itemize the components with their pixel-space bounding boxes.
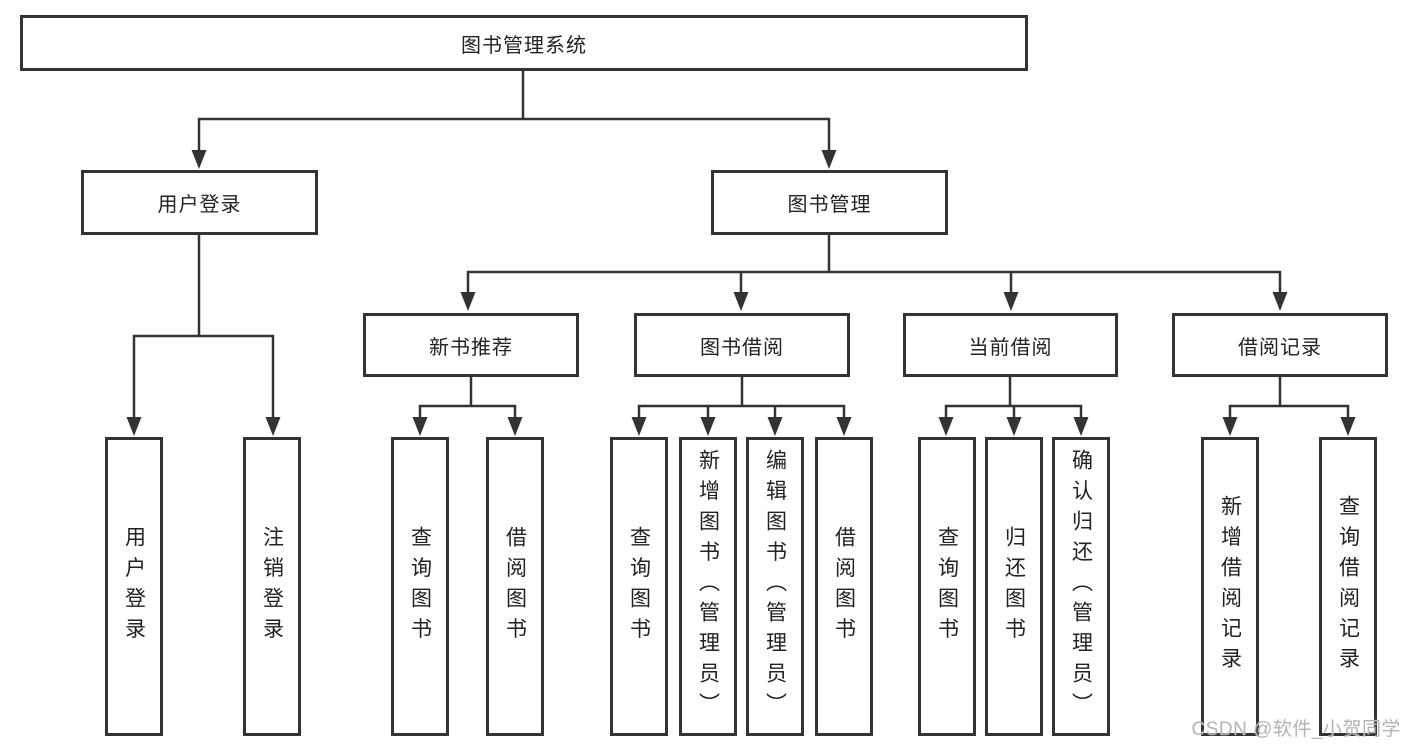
leaf-logout-login-label: 注销登录 [260, 525, 284, 648]
leaf-query-books-recommend-label: 查询图书 [408, 525, 432, 648]
leaf-edit-books-admin: 编辑图书（管理员） [746, 437, 804, 736]
node-current-borrow: 当前借阅 [903, 313, 1118, 377]
node-root-label: 图书管理系统 [461, 34, 587, 57]
leaf-borrow-books-borrow-label: 借阅图书 [832, 525, 856, 648]
leaf-query-books-borrow: 查询图书 [610, 437, 668, 736]
leaf-borrow-books-borrow: 借阅图书 [815, 437, 873, 736]
node-book-management-label: 图书管理 [787, 194, 872, 216]
leaf-user-login: 用户登录 [105, 437, 163, 736]
leaf-logout-login: 注销登录 [243, 437, 301, 736]
leaf-query-books-borrow-label: 查询图书 [627, 525, 651, 648]
node-book-borrow-label: 图书借阅 [700, 336, 784, 359]
leaf-query-borrow-record: 查询借阅记录 [1319, 437, 1377, 736]
leaf-return-books-label: 归还图书 [1002, 525, 1026, 648]
leaf-query-books-current-label: 查询图书 [935, 525, 959, 648]
csdn-watermark: CSDN @软件_小贺同学 [1191, 719, 1401, 740]
leaf-borrow-books-recommend: 借阅图书 [486, 437, 544, 736]
node-borrow-records-label: 借阅记录 [1238, 336, 1322, 359]
node-borrow-records: 借阅记录 [1172, 313, 1388, 377]
node-book-borrow: 图书借阅 [634, 313, 850, 377]
node-current-borrow-label: 当前借阅 [968, 336, 1053, 359]
node-root-system: 图书管理系统 [20, 15, 1028, 71]
node-new-book-recommend: 新书推荐 [363, 313, 579, 377]
node-book-management: 图书管理 [711, 170, 948, 235]
leaf-borrow-books-recommend-label: 借阅图书 [503, 525, 527, 648]
leaf-add-books-admin-label: 新增图书（管理员） [696, 449, 720, 724]
leaf-add-borrow-record: 新增借阅记录 [1201, 437, 1259, 736]
leaf-confirm-return-admin-label: 确认归还（管理员） [1069, 449, 1093, 724]
leaf-add-books-admin: 新增图书（管理员） [679, 437, 737, 736]
leaf-return-books: 归还图书 [985, 437, 1043, 736]
node-new-book-recommend-label: 新书推荐 [429, 336, 513, 359]
leaf-query-books-current: 查询图书 [918, 437, 976, 736]
leaf-query-books-recommend: 查询图书 [391, 437, 449, 736]
leaf-query-borrow-record-label: 查询借阅记录 [1336, 495, 1360, 678]
leaf-add-borrow-record-label: 新增借阅记录 [1218, 495, 1242, 678]
leaf-user-login-label: 用户登录 [122, 525, 146, 648]
node-user-login-label: 用户登录 [157, 194, 242, 216]
leaf-edit-books-admin-label: 编辑图书（管理员） [763, 449, 787, 724]
leaf-confirm-return-admin: 确认归还（管理员） [1052, 437, 1110, 736]
node-user-login: 用户登录 [81, 170, 318, 235]
